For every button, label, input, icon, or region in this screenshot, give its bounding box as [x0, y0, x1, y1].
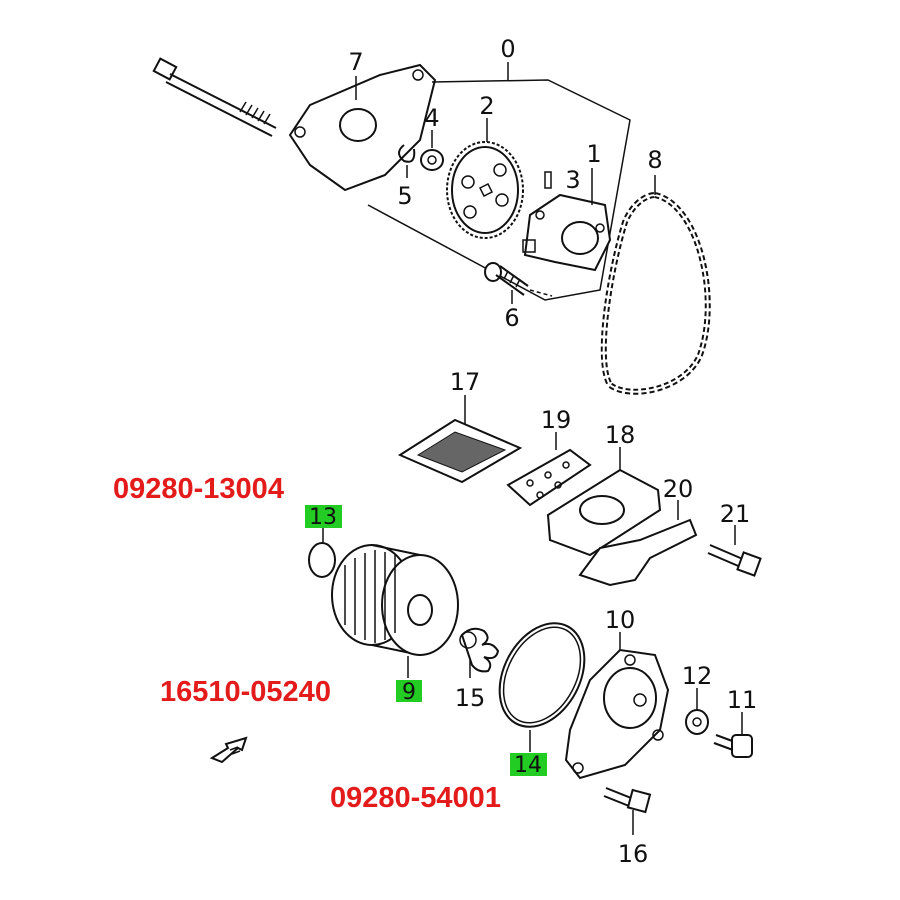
callout-4: 4 [424, 104, 439, 132]
callout-11: 11 [727, 686, 758, 714]
spring-15 [459, 627, 500, 673]
drain-bolt-11 [713, 734, 753, 758]
part-number-9: 16510-05240 [160, 676, 331, 708]
callout-19: 19 [541, 406, 572, 434]
bracket-20 [578, 518, 698, 587]
callout-6: 6 [504, 304, 519, 332]
gasket-19 [506, 448, 592, 507]
front-arrow-icon [209, 736, 248, 764]
pump-cover-7 [288, 63, 437, 192]
callout-0: 0 [500, 35, 515, 63]
part-number-13: 09280-13004 [113, 473, 284, 505]
oring-13 [308, 542, 336, 578]
callout-13: 13 [309, 505, 337, 530]
callout-3: 3 [565, 166, 580, 194]
highlight-13 [305, 505, 342, 528]
bolt-21 [707, 544, 762, 577]
callout-17: 17 [450, 368, 481, 396]
washer-12 [685, 709, 709, 735]
oil-pump-body-1 [522, 193, 612, 272]
part-number-14: 09280-54001 [330, 782, 501, 814]
highlight-9 [396, 680, 422, 702]
callout-2: 2 [479, 92, 494, 120]
callout-14: 14 [514, 753, 542, 778]
callout-8: 8 [647, 146, 662, 174]
filter-cover-10 [564, 648, 670, 780]
oil-strainer-17 [397, 418, 523, 484]
clip-5 [398, 144, 416, 163]
callout-16: 16 [618, 840, 649, 868]
washer-4 [420, 149, 444, 171]
bolt-16 [603, 787, 652, 814]
callout-10: 10 [605, 606, 636, 634]
screw-6 [484, 262, 553, 297]
callout-12: 12 [682, 662, 713, 690]
callout-18: 18 [605, 421, 636, 449]
callout-5: 5 [397, 182, 412, 210]
callout-15: 15 [455, 684, 486, 712]
callout-9: 9 [402, 680, 416, 705]
long-bolt [152, 57, 277, 137]
callout-7: 7 [348, 48, 363, 76]
drive-chain-8 [600, 191, 711, 395]
callout-21: 21 [720, 500, 751, 528]
callout-1: 1 [586, 140, 601, 168]
assembly-bracket-0 [367, 79, 631, 301]
oring-14 [498, 622, 586, 728]
callout-20: 20 [663, 475, 694, 503]
pump-gear-2 [446, 141, 524, 239]
highlight-14 [510, 753, 547, 776]
pin-3 [544, 171, 552, 189]
oil-filter-9 [331, 544, 459, 656]
